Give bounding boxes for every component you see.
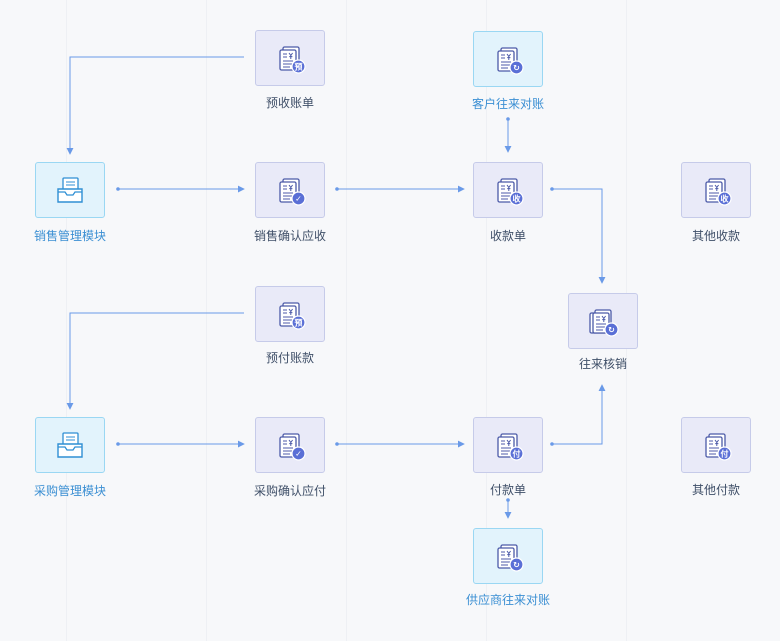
receipt-document-icon: ✓ — [279, 433, 306, 461]
customer-reconcile-node[interactable]: ↻ — [473, 31, 543, 87]
svg-text:✓: ✓ — [295, 449, 302, 458]
connector-dot — [335, 442, 339, 446]
sales-receivable-node[interactable]: ✓ — [255, 162, 325, 218]
connector-dot — [116, 442, 120, 446]
badge-icon: ✓ — [291, 446, 306, 461]
svg-text:付: 付 — [513, 448, 521, 458]
svg-text:预: 预 — [295, 61, 303, 71]
badge-icon: ↻ — [604, 322, 619, 337]
connector-dot — [550, 442, 554, 446]
svg-text:↻: ↻ — [513, 560, 520, 569]
supplier-reconcile-node[interactable]: ↻ — [473, 528, 543, 584]
prepaid-receipt-node[interactable]: 预 — [255, 30, 325, 86]
badge-icon: 收 — [509, 191, 524, 206]
badge-icon: 预 — [291, 315, 306, 330]
connector-dot — [335, 187, 339, 191]
sales-module-label: 销售管理模块 — [33, 229, 106, 243]
receipt-document-icon: 付 — [497, 433, 524, 461]
purchase-payable-label: 采购确认应付 — [253, 484, 326, 498]
inbox-tray-icon-glyph — [57, 177, 83, 203]
badge-icon: ↻ — [509, 557, 524, 572]
grid-line — [486, 0, 487, 641]
inbox-tray-icon-glyph — [57, 432, 83, 458]
svg-text:↻: ↻ — [608, 325, 615, 334]
payment-slip-node[interactable]: 付 — [473, 417, 543, 473]
connector-prepaid-receipt-to-sales-module — [66, 56, 244, 155]
svg-text:↻: ↻ — [513, 63, 520, 72]
other-payment-node[interactable]: 付 — [681, 417, 751, 473]
badge-icon: 预 — [291, 59, 306, 74]
svg-text:付: 付 — [721, 448, 729, 458]
supplier-reconcile-label: 供应商往来对账 — [465, 593, 550, 607]
purchase-module-label: 采购管理模块 — [33, 484, 106, 498]
connector-dot — [550, 187, 554, 191]
receipt-slip-node[interactable]: 收 — [473, 162, 543, 218]
receipt-document-icon: ↻ — [497, 544, 524, 572]
inbox-tray-icon — [57, 177, 83, 203]
other-payment-label: 其他付款 — [691, 483, 740, 497]
badge-icon: 付 — [717, 446, 732, 461]
receipt-document-icon: 付 — [705, 433, 732, 461]
prepaid-payment-label: 预付账款 — [265, 351, 314, 365]
badge-icon: ✓ — [291, 191, 306, 206]
badge-icon: 付 — [509, 446, 524, 461]
svg-text:收: 收 — [721, 193, 729, 203]
connector-receipt-slip-to-write-off — [552, 188, 606, 284]
connector-prepaid-payment-to-purchase-module — [66, 312, 244, 410]
connector-payment-slip-to-write-off — [552, 384, 606, 445]
grid-line — [66, 0, 67, 641]
connector-dot — [506, 498, 510, 502]
connector-dot — [116, 187, 120, 191]
grid-line — [206, 0, 207, 641]
receipt-document-icon: 预 — [279, 46, 306, 74]
sales-module-node[interactable] — [35, 162, 105, 218]
sales-receivable-label: 销售确认应收 — [253, 229, 326, 243]
svg-text:预: 预 — [295, 317, 303, 327]
other-receipt-label: 其他收款 — [691, 229, 740, 243]
badge-icon: ↻ — [509, 60, 524, 75]
purchase-module-node[interactable] — [35, 417, 105, 473]
purchase-payable-node[interactable]: ✓ — [255, 417, 325, 473]
write-off-node[interactable]: ↻ — [568, 293, 638, 349]
receipt-slip-label: 收款单 — [489, 229, 526, 243]
receipt-document-icon: ↻ — [497, 47, 524, 75]
customer-reconcile-label: 客户往来对账 — [471, 97, 544, 111]
other-receipt-node[interactable]: 收 — [681, 162, 751, 218]
receipt-document-icon: 收 — [497, 178, 524, 206]
connector-dot — [506, 117, 510, 121]
badge-icon: 收 — [717, 191, 732, 206]
write-off-label: 往来核销 — [578, 357, 627, 371]
payment-slip-label: 付款单 — [489, 483, 526, 497]
svg-text:收: 收 — [513, 193, 521, 203]
receipt-document-icon: ✓ — [279, 178, 306, 206]
receipt-document-icon: 收 — [705, 178, 732, 206]
svg-text:✓: ✓ — [295, 194, 302, 203]
stacked-documents-icon: ↻ — [589, 309, 619, 337]
prepaid-receipt-label: 预收账单 — [265, 96, 314, 110]
inbox-tray-icon — [57, 432, 83, 458]
prepaid-payment-node[interactable]: 预 — [255, 286, 325, 342]
grid-line — [346, 0, 347, 641]
receipt-document-icon: 预 — [279, 302, 306, 330]
